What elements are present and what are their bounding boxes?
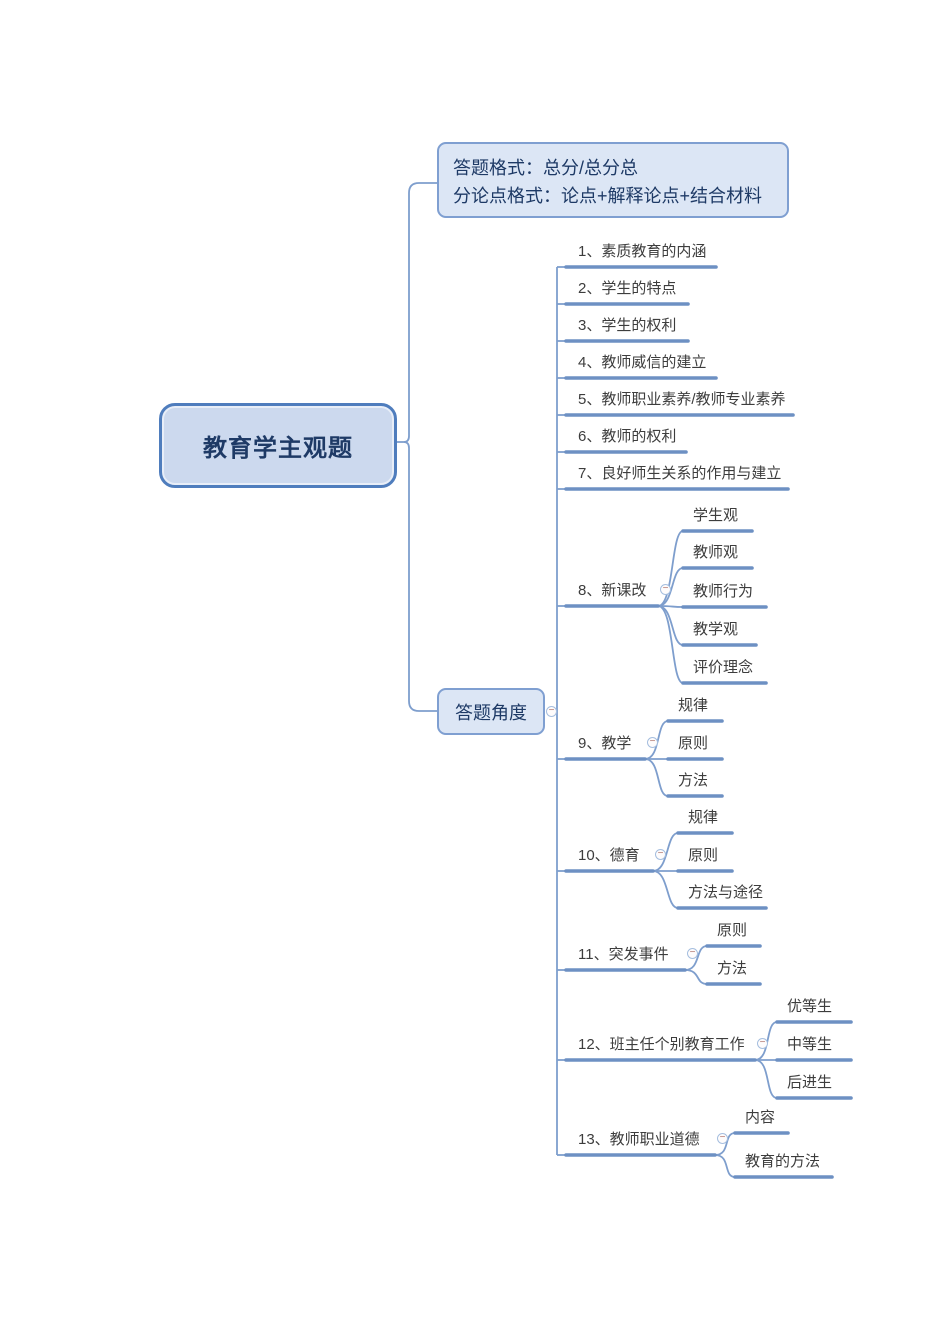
topic-10-child-1[interactable]: 规律 bbox=[688, 809, 719, 826]
topic-9-child-2[interactable]: 原则 bbox=[678, 735, 709, 752]
topic-6[interactable]: 6、教师的权利 bbox=[578, 428, 677, 445]
topic-2[interactable]: 2、学生的特点 bbox=[578, 280, 677, 297]
topic-8-child-5[interactable]: 评价理念 bbox=[693, 659, 754, 676]
topic-8-child-4[interactable]: 教学观 bbox=[693, 621, 739, 638]
topic-11-child-2[interactable]: 方法 bbox=[717, 960, 748, 977]
answer-format-line-2: 分论点格式：论点+解释论点+结合材料 bbox=[453, 186, 763, 206]
topic-10-child-3[interactable]: 方法与途径 bbox=[688, 884, 764, 901]
topic-10-child-2[interactable]: 原则 bbox=[688, 847, 719, 864]
collapse-button-topic-13[interactable]: − bbox=[717, 1133, 728, 1144]
root-topic[interactable]: 教育学主观题 bbox=[159, 403, 397, 488]
topic-1[interactable]: 1、素质教育的内涵 bbox=[578, 243, 707, 260]
topic-12-child-2[interactable]: 中等生 bbox=[787, 1036, 833, 1053]
topic-13[interactable]: 13、教师职业道德 bbox=[578, 1131, 700, 1148]
topic-12[interactable]: 12、班主任个别教育工作 bbox=[578, 1036, 745, 1053]
topic-10[interactable]: 10、德育 bbox=[578, 847, 640, 864]
topic-12-child-3[interactable]: 后进生 bbox=[787, 1074, 833, 1091]
topic-13-child-2[interactable]: 教育的方法 bbox=[745, 1153, 821, 1170]
answer-format-line-1: 答题格式：总分/总分总 bbox=[453, 158, 638, 178]
answer-angle-label: 答题角度 bbox=[455, 702, 527, 723]
topic-13-child-1[interactable]: 内容 bbox=[745, 1109, 776, 1126]
root-topic-label: 教育学主观题 bbox=[203, 435, 353, 462]
topic-9-child-1[interactable]: 规律 bbox=[678, 697, 709, 714]
topic-3[interactable]: 3、学生的权利 bbox=[578, 317, 677, 334]
topic-9-child-3[interactable]: 方法 bbox=[678, 772, 709, 789]
topic-12-child-1[interactable]: 优等生 bbox=[787, 998, 833, 1015]
topic-8[interactable]: 8、新课改 bbox=[578, 582, 647, 599]
collapse-button-topic-10[interactable]: − bbox=[655, 849, 666, 860]
topic-answer-angle[interactable]: 答题角度 bbox=[437, 688, 545, 735]
topic-7[interactable]: 7、良好师生关系的作用与建立 bbox=[578, 465, 782, 482]
topic-5[interactable]: 5、教师职业素养/教师专业素养 bbox=[578, 391, 786, 408]
topic-4[interactable]: 4、教师威信的建立 bbox=[578, 354, 707, 371]
topic-11[interactable]: 11、突发事件 bbox=[578, 946, 669, 963]
topic-8-child-1[interactable]: 学生观 bbox=[693, 507, 739, 524]
topic-8-child-3[interactable]: 教师行为 bbox=[693, 583, 754, 600]
topic-9[interactable]: 9、教学 bbox=[578, 735, 632, 752]
collapse-button-topic-11[interactable]: − bbox=[687, 948, 698, 959]
collapse-button-topic-8[interactable]: − bbox=[660, 584, 671, 595]
collapse-button-answer-angle[interactable]: − bbox=[546, 706, 557, 717]
collapse-button-topic-12[interactable]: − bbox=[757, 1038, 768, 1049]
topic-11-child-1[interactable]: 原则 bbox=[717, 922, 748, 939]
topic-8-child-2[interactable]: 教师观 bbox=[693, 544, 739, 561]
collapse-button-topic-9[interactable]: − bbox=[647, 737, 658, 748]
topic-answer-format[interactable]: 答题格式：总分/总分总 分论点格式：论点+解释论点+结合材料 bbox=[437, 142, 789, 218]
